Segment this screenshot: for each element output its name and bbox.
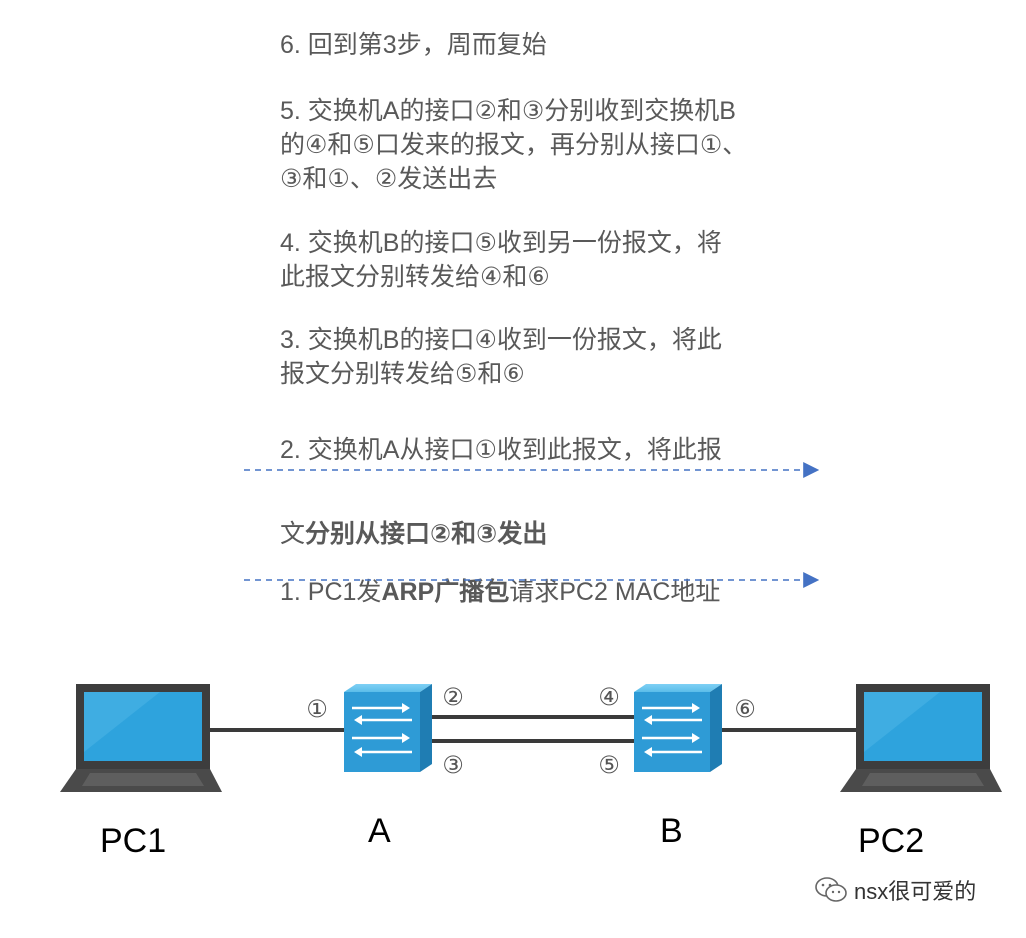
laptop-icon-pc1 <box>60 684 222 792</box>
step-2-line1: 2. 交换机A从接口①收到此报文，将此报 <box>280 436 722 464</box>
step-5-text: 5. 交换机A的接口②和③分别收到交换机B 的④和⑤口发来的报文，再分别从接口①… <box>280 97 748 193</box>
step-1-bold: ARP广播包 <box>381 578 510 606</box>
pc2-label: PC2 <box>858 822 925 860</box>
step-1-prefix: 1. PC1发 <box>280 578 382 606</box>
port-6-label: ⑥ <box>734 695 756 723</box>
switch-icon-b <box>634 684 722 772</box>
watermark: nsx很可爱的 <box>814 874 976 906</box>
port-4-label: ④ <box>598 683 620 711</box>
step-1-text: 1. PC1发ARP广播包请求PC2 MAC地址 <box>280 541 820 609</box>
switch-icon-a <box>344 684 432 772</box>
pc1-label: PC1 <box>100 822 167 860</box>
step-2-prefix: 文 <box>280 520 306 548</box>
step-2-line2: 文分别从接口②和③发出 <box>280 483 820 551</box>
step-3-text: 3. 交换机B的接口④收到一份报文，将此 报文分别转发给⑤和⑥ <box>280 326 722 388</box>
switch-a-label: A <box>368 812 391 850</box>
step-2-bold: 分别从接口②和③发出 <box>305 520 548 548</box>
laptop-icon-pc2 <box>840 684 1002 792</box>
port-3-label: ③ <box>442 751 464 779</box>
wechat-icon <box>815 877 847 902</box>
switch-b-label: B <box>660 812 683 850</box>
step-4-text: 4. 交换机B的接口⑤收到另一份报文，将 此报文分别转发给④和⑥ <box>280 229 722 291</box>
port-1-label: ① <box>306 695 328 723</box>
watermark-text: nsx很可爱的 <box>854 879 977 904</box>
step-1-suffix: 请求PC2 MAC地址 <box>509 578 721 606</box>
port-5-label: ⑤ <box>598 751 620 779</box>
step-6-text: 6. 回到第3步，周而复始 <box>280 31 547 59</box>
port-2-label: ② <box>442 683 464 711</box>
